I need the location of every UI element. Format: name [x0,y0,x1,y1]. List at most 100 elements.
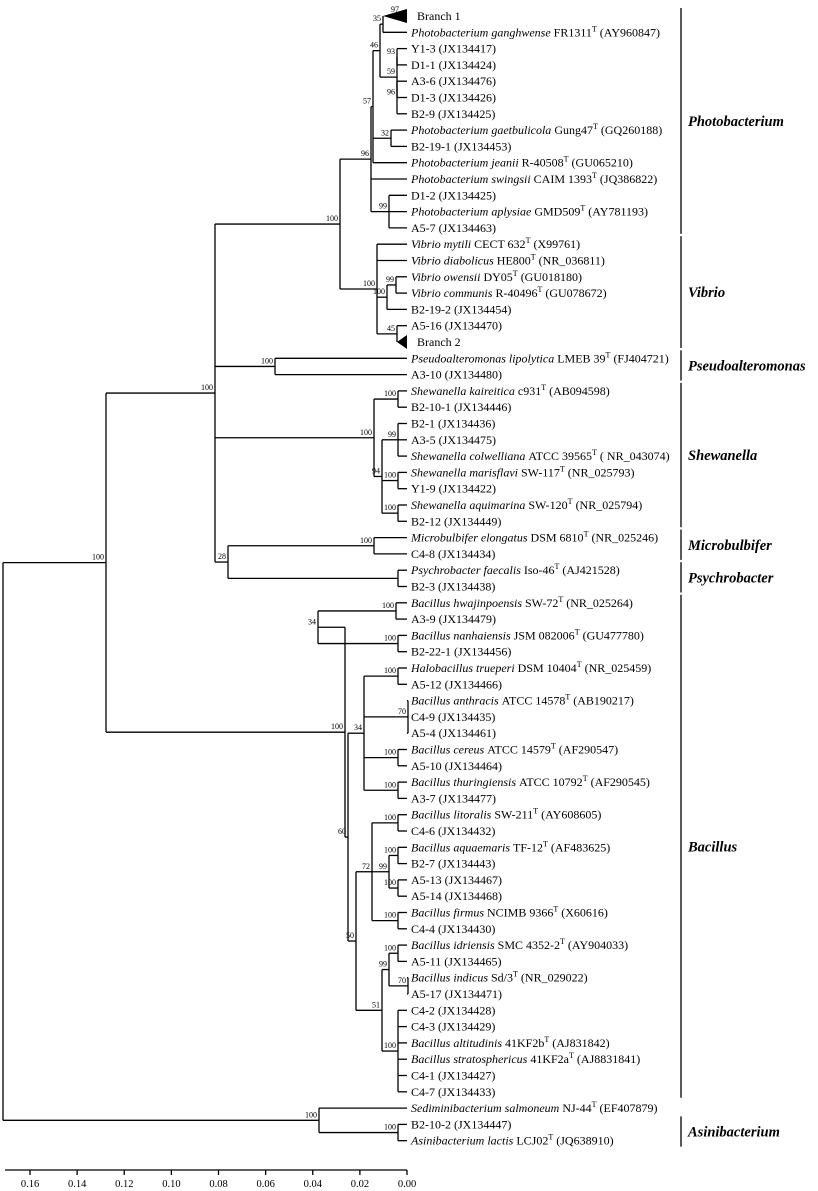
bootstrap-value: 57 [363,97,371,106]
bootstrap-value: 70 [398,707,406,716]
leaf-label-c42: C4-2 (JX134428) [411,1003,495,1017]
leaf-label-b2101: B2-10-1 (JX134446) [411,400,511,414]
bootstrap-value: 100 [326,214,338,223]
leaf-label-paply: Photobacterium aplysiae GMD509T (AY78119… [410,204,648,219]
scale-tick-label: 0.12 [115,1179,133,1190]
leaf-label-a513: A5-13 (JX134467) [411,873,502,887]
clade-label-asinibacterium: Asinibacterium [687,1125,780,1141]
scale-tick-label: 0.10 [162,1179,180,1190]
leaf-label-saqui: Shewanella aquimarina SW-120T (NR_025794… [411,497,642,512]
leaf-label-pswin: Photobacterium swingsii CAIM 1393T (JQ38… [410,171,657,186]
bootstrap-value: 100 [363,279,375,288]
leaf-label-smari: Shewanella marisflavi SW-117T (NR_025793… [411,464,634,479]
leaf-label-d11: D1-1 (JX134424) [411,58,496,72]
leaf-label-y13: Y1-3 (JX134417) [411,42,496,56]
leaf-label-bidri: Bacillus idriensis SMC 4352-2T (AY904033… [411,937,628,952]
leaf-label-c47: C4-7 (JX134433) [411,1085,495,1099]
bootstrap-value: 45 [387,324,395,333]
bootstrap-value: 100 [384,471,396,480]
leaf-label-c46: C4-6 (JX134432) [411,824,495,838]
bootstrap-value: 100 [384,878,396,887]
leaf-label-b21: B2-1 (JX134436) [411,417,495,431]
scale-tick-label: 0.06 [256,1179,274,1190]
bootstrap-value: 99 [388,430,396,439]
scale-tick-label: 0.00 [398,1179,416,1190]
bootstrap-value: 100 [384,503,396,512]
clade-label-vibrio: Vibrio [688,285,725,301]
bootstrap-value: 99 [386,275,394,284]
bootstrap-value: 100 [382,601,394,610]
leaf-label-blito: Bacillus litoralis SW-211T (AY608605) [411,807,601,822]
leaf-label-a57: A5-7 (JX134463) [411,221,496,235]
bootstrap-value: 100 [305,1110,317,1119]
leaf-label-vcomm: Vibrio communis R-40496T (GU078672) [411,285,607,300]
bootstrap-value: 100 [331,722,343,731]
leaf-label-b212: B2-12 (JX134449) [411,514,501,528]
bootstrap-value: 99 [379,862,387,871]
leaf-label-a516: A5-16 (JX134470) [411,319,502,333]
leaf-label-a512: A5-12 (JX134466) [411,677,502,691]
tree-branches [2,9,409,1142]
bootstrap-value: 46 [370,41,378,50]
leaf-label-scolw: Shewanella colwelliana ATCC 39565T ( NR_… [411,448,670,463]
leaf-label-a511: A5-11 (JX134465) [411,954,502,968]
collapsed-branch-triangle [383,9,407,23]
bootstrap-value: 32 [381,128,389,137]
leaf-label-a54: A5-4 (JX134461) [411,726,496,740]
leaf-label-c44: C4-4 (JX134430) [411,922,495,936]
leaf-label-bnanh: Bacillus nanhaiensis JSM 082006T (GU4777… [411,627,644,642]
leaf-label-br1: Branch 1 [417,9,461,23]
scale-tick-label: 0.02 [351,1179,369,1190]
leaf-label-bindi: Bacillus indicus Sd/3T (NR_029022) [411,970,588,985]
leaf-label-banth: Bacillus anthracis ATCC 14578T (AB190217… [411,693,634,708]
bootstrap-value: 100 [384,780,396,789]
leaf-label-a310: A3-10 (JX134480) [411,368,502,382]
scale-tick-label: 0.04 [304,1179,323,1190]
leaf-label-b2221: B2-22-1 (JX134456) [411,645,511,659]
clade-label-photobacterium: Photobacterium [688,114,784,130]
collapsed-branch-triangle [397,335,407,349]
bootstrap-value: 100 [384,1123,396,1132]
clade-label-pseudoalteromonas: Pseudoalteromonas [688,358,806,374]
bootstrap-value: 34 [354,723,362,732]
leaf-label-a514: A5-14 (JX134468) [411,889,502,903]
leaf-label-a36: A3-6 (JX134476) [411,74,496,88]
leaf-label-a35: A3-5 (JX134475) [411,433,496,447]
bootstrap-value: 99 [379,202,387,211]
leaf-label-pslip: Pseudoalteromonas lipolytica LMEB 39T (F… [410,350,669,365]
leaf-label-c41: C4-1 (JX134427) [411,1069,495,1083]
leaf-label-vdiab: Vibrio diabolicus HE800T (NR_036811) [411,253,605,268]
leaf-label-d13: D1-3 (JX134426) [411,91,496,105]
clade-brackets: PhotobacteriumVibrioPseudoalteromonasShe… [680,8,806,1147]
leaf-label-pgang: Photobacterium ganghwense FR1311T (AY960… [410,24,660,39]
leaf-label-a39: A3-9 (JX134479) [411,612,496,626]
bootstrap-value: 94 [372,466,380,475]
clade-label-psychrobacter: Psychrobacter [688,570,774,586]
leaf-label-b29: B2-9 (JX134425) [411,107,495,121]
bootstrap-value: 35 [373,14,381,23]
bootstrap-value: 72 [362,862,370,871]
leaf-label-b2192: B2-19-2 (JX134454) [411,302,511,316]
bootstrap-value: 60 [338,827,346,836]
leaf-label-bthur: Bacillus thuringiensis ATCC 10792T (AF29… [411,774,650,789]
clade-label-bacillus: Bacillus [687,839,738,855]
bootstrap-value: 70 [398,976,406,985]
bootstrap-value: 100 [384,813,396,822]
leaf-label-a510: A5-10 (JX134464) [411,759,502,773]
leaf-label-pjean: Photobacterium jeanii R-40508T (GU065210… [410,155,633,170]
leaf-label-skair: Shewanella kaireitica c931T (AB094598) [411,383,610,398]
bootstrap-value: 100 [384,634,396,643]
leaf-label-vowen: Vibrio owensii DY05T (GU018180) [411,269,582,284]
leaf-label-bcere: Bacillus cereus ATCC 14579T (AF290547) [411,742,618,757]
leaf-label-c49: C4-9 (JX134435) [411,710,495,724]
leaf-label-c48: C4-8 (JX134434) [411,547,495,561]
bootstrap-value: 97 [391,5,399,14]
bootstrap-value: 100 [384,1041,396,1050]
leaf-label-d12: D1-2 (JX134425) [411,188,496,202]
scale-tick-label: 0.14 [68,1179,87,1190]
bootstrap-value: 100 [373,287,385,296]
leaf-label-b2102: B2-10-2 (JX134447) [411,1117,511,1131]
leaf-label-br2: Branch 2 [417,335,461,349]
